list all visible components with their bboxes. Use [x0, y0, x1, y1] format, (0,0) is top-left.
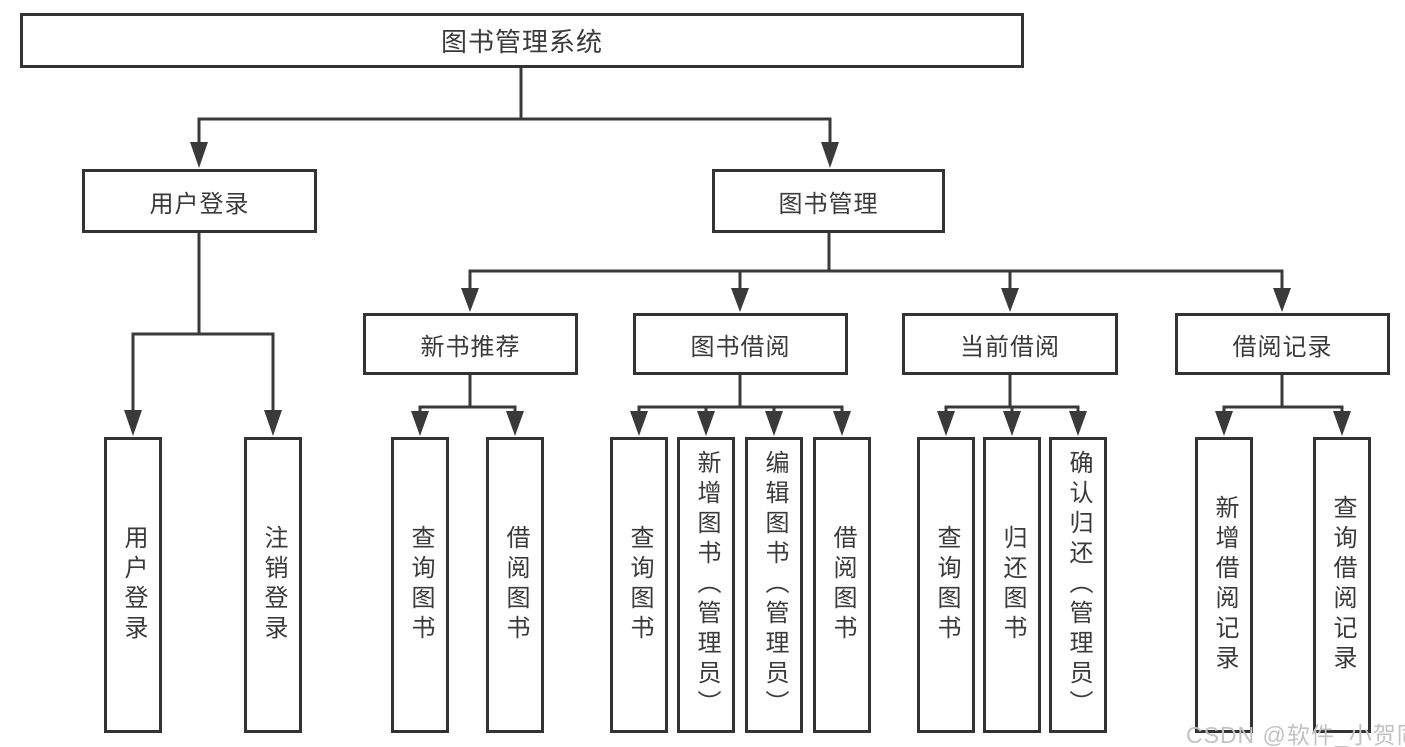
- connector-strokes: [131, 65, 1344, 416]
- node-label: 当前借阅: [960, 333, 1060, 361]
- leaf-label: 用户登录: [120, 525, 147, 645]
- node-label: 借阅记录: [1232, 333, 1333, 361]
- leaf-borrowing-edit-books-admin: 编辑图书（管理员）: [745, 437, 803, 733]
- node-label: 图书管理: [778, 190, 879, 218]
- leaf-borrowing-borrow-books: 借阅图书: [813, 437, 871, 733]
- leaf-label: 查询图书: [933, 525, 960, 645]
- leaf-label: 编辑图书（管理员）: [761, 450, 788, 720]
- node-new-book-recommendation: 新书推荐: [363, 313, 578, 375]
- leaf-current-return-books: 归还图书: [983, 437, 1041, 733]
- leaf-borrowing-add-books-admin: 新增图书（管理员）: [677, 437, 735, 733]
- leaf-label: 查询图书: [407, 525, 434, 645]
- leaf-current-confirm-return-admin: 确认归还（管理员）: [1049, 437, 1107, 733]
- leaf-label: 查询图书: [626, 525, 653, 645]
- leaf-label: 查询借阅记录: [1329, 495, 1356, 675]
- leaf-records-query-borrow-record: 查询借阅记录: [1313, 437, 1371, 733]
- node-user-login: 用户登录: [82, 169, 317, 233]
- leaf-label: 确认归还（管理员）: [1065, 450, 1092, 720]
- leaf-label: 归还图书: [999, 525, 1026, 645]
- leaf-label: 新增图书（管理员）: [693, 450, 720, 720]
- node-book-borrowing: 图书借阅: [633, 313, 848, 375]
- node-label: 新书推荐: [420, 333, 521, 361]
- leaf-records-add-borrow-record: 新增借阅记录: [1195, 437, 1253, 733]
- leaf-label: 借阅图书: [829, 525, 856, 645]
- leaf-newbook-query-books: 查询图书: [391, 437, 449, 733]
- node-book-management: 图书管理: [712, 169, 945, 233]
- leaf-newbook-borrow-books: 借阅图书: [486, 437, 544, 733]
- watermark: CSDN @软件_小贺同学: [1186, 722, 1405, 747]
- leaf-label: 注销登录: [260, 525, 287, 645]
- leaf-label: 新增借阅记录: [1211, 495, 1238, 675]
- node-borrowing-records: 借阅记录: [1175, 313, 1390, 375]
- node-label: 图书管理系统: [440, 27, 603, 57]
- node-current-borrowing: 当前借阅: [902, 313, 1118, 375]
- leaf-current-query-books: 查询图书: [917, 437, 975, 733]
- leaf-label: 借阅图书: [502, 525, 529, 645]
- node-library-system: 图书管理系统: [20, 13, 1024, 68]
- node-label: 图书借阅: [690, 333, 791, 361]
- node-label: 用户登录: [149, 190, 250, 218]
- leaf-user-login: 用户登录: [104, 437, 162, 733]
- leaf-logout: 注销登录: [244, 437, 302, 733]
- connector-arrowheads: [124, 142, 1351, 436]
- leaf-borrowing-query-books: 查询图书: [610, 437, 668, 733]
